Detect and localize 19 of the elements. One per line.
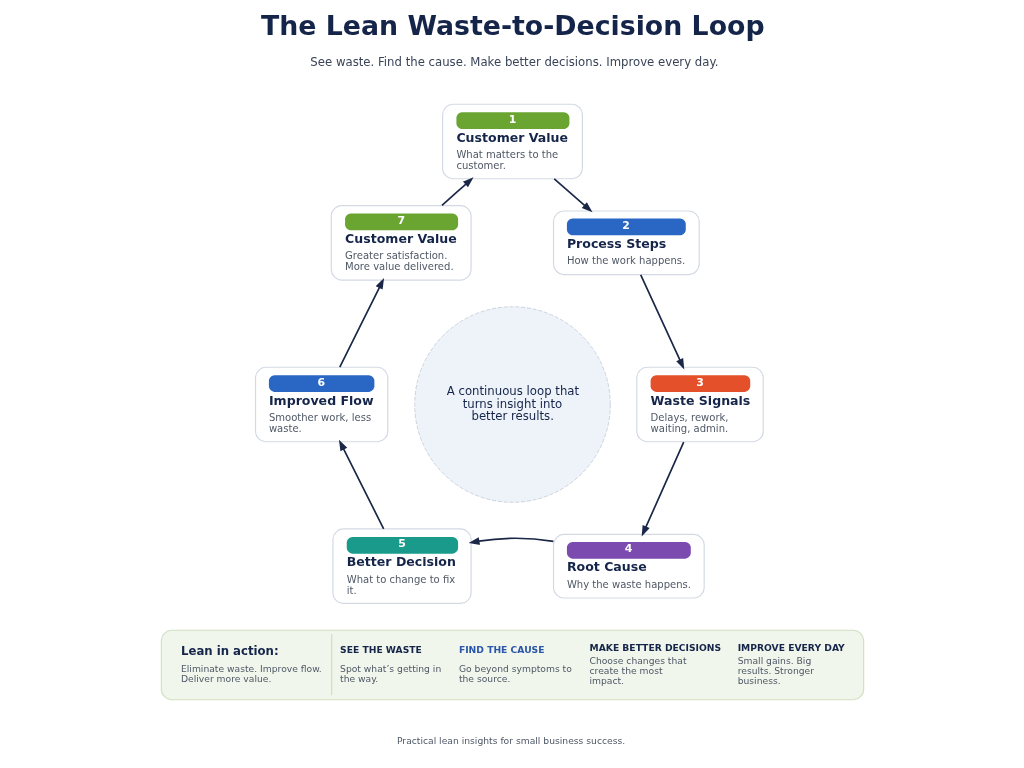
diagram-title: The Lean Waste-to-Decision Loop	[260, 10, 765, 42]
node-box: 7 Customer Value Greater satisfaction. More value delivered.	[330, 204, 472, 281]
node-box: 4 Root Cause Why the waste happens.	[552, 533, 705, 599]
arrow	[641, 441, 684, 537]
label: See waste. Find the cause. Make better decisions. Improve every day.	[309, 54, 718, 69]
arrow	[552, 178, 592, 213]
node-box: 3 Waste Signals Delays, rework, waiting, admin.	[635, 366, 764, 443]
node-box: Lean in action: Eliminate waste. Improve flow. Deliver more value. SEE THE WASTE Spot what’s getting in the way. FIND THE CAUSE Go beyond symptoms to the source. MAKE BETTER DECISIONS Choose changes that create the most impact. IMPROVE EVERY DAY Small gains. Big results. Stronger business.	[160, 629, 864, 701]
node-box: 6 Improved Flow Smoother work, less waste.	[254, 366, 388, 443]
arrow	[338, 278, 384, 368]
node-box: 5 Better Decision What to change to fix it.	[331, 528, 472, 605]
node-circle: A continuous loop that turns insight into better results.	[413, 306, 611, 503]
arrow	[468, 537, 554, 545]
node-box: 2 Process Steps How the work happens.	[552, 210, 700, 276]
arrow	[639, 274, 684, 370]
arrow	[338, 439, 384, 530]
node-box: 1 Customer Value What matters to the customer.	[441, 103, 583, 180]
label: Practical lean insights for small business success.	[396, 734, 625, 746]
arrow	[440, 177, 474, 207]
